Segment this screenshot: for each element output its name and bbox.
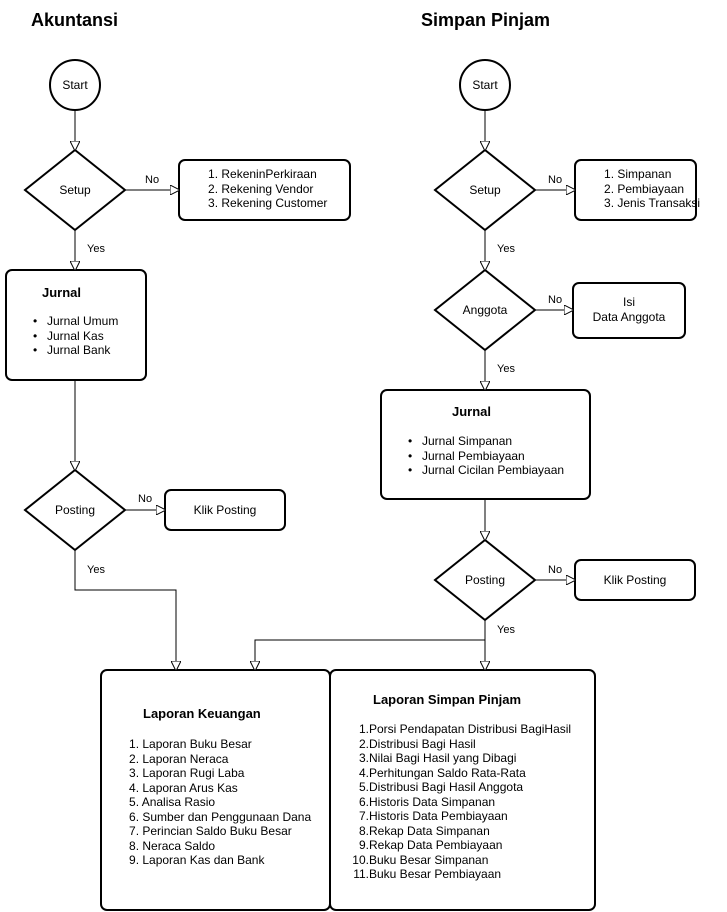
- right-klik-posting-label: Klik Posting: [603, 573, 667, 587]
- isi-anggota-line1: Isi: [623, 295, 635, 309]
- laporan-simpan-pinjam-item: Buku Besar Pembiayaan: [369, 867, 502, 881]
- right-setup-option: Pembiayaan: [617, 181, 685, 196]
- left-start-label: Start: [62, 78, 88, 92]
- left-jurnal-title: Jurnal: [42, 285, 82, 300]
- right-posting-no-label: No: [548, 564, 563, 576]
- left-jurnal-item: Jurnal Bank: [33, 343, 118, 358]
- laporan-simpan-pinjam-item: Perhitungan Saldo Rata-Rata: [369, 765, 526, 780]
- laporan-keuangan-list: Laporan Buku Besar Laporan Neraca Lapora…: [129, 737, 311, 868]
- right-anggota-label: Anggota: [462, 303, 508, 317]
- laporan-simpan-pinjam-item: Distribusi Bagi Hasil: [369, 736, 476, 751]
- left-setup-label: Setup: [59, 183, 91, 197]
- laporan-keuangan-item: Laporan Neraca: [142, 751, 229, 766]
- laporan-simpan-pinjam-item: Porsi Pendapatan Distribusi BagiHasil: [369, 722, 572, 736]
- laporan-simpan-pinjam-item: Rekap Data Pembiayaan: [369, 838, 503, 852]
- left-posting-label: Posting: [54, 503, 96, 517]
- laporan-keuangan-item: Laporan Buku Besar: [142, 737, 252, 751]
- laporan-simpan-pinjam-item: Buku Besar Simpanan: [369, 852, 489, 867]
- edge-left-posting-yes: [74, 550, 176, 670]
- right-anggota-yes-label: Yes: [497, 363, 515, 375]
- laporan-simpan-pinjam-title: Laporan Simpan Pinjam: [373, 692, 522, 707]
- edge-right-posting-to-keuangan: [255, 639, 485, 670]
- laporan-keuangan-item: Perincian Saldo Buku Besar: [142, 824, 292, 838]
- laporan-simpan-pinjam-list: Porsi Pendapatan Distribusi BagiHasil Di…: [351, 722, 571, 882]
- right-start-label: Start: [472, 78, 498, 92]
- right-setup-option: Simpanan: [617, 167, 672, 181]
- right-setup-no-label: No: [548, 174, 563, 186]
- left-posting-yes-label: Yes: [87, 564, 105, 576]
- right-posting-yes-label: Yes: [497, 624, 515, 636]
- left-posting-no-label: No: [138, 493, 153, 505]
- right-setup-option: Jenis Transaksi: [617, 196, 701, 210]
- right-anggota-no-label: No: [548, 294, 563, 306]
- title-simpan-pinjam: Simpan Pinjam: [421, 10, 551, 30]
- right-jurnal-item: Jurnal Simpanan: [408, 434, 564, 449]
- left-setup-options-list: RekeninPerkiraan Rekening Vendor Rekenin…: [208, 167, 327, 211]
- left-setup-no-label: No: [145, 174, 160, 186]
- right-posting-label: Posting: [464, 573, 506, 587]
- title-akuntansi: Akuntansi: [31, 10, 119, 30]
- right-jurnal-list: Jurnal Simpanan Jurnal Pembiayaan Jurnal…: [408, 434, 564, 478]
- laporan-keuangan-item: Analisa Rasio: [141, 795, 216, 809]
- laporan-keuangan-title: Laporan Keuangan: [143, 706, 261, 721]
- laporan-simpan-pinjam-item: Rekap Data Simpanan: [369, 823, 490, 838]
- left-setup-option: Rekening Vendor: [221, 181, 314, 196]
- left-klik-posting-label: Klik Posting: [193, 503, 257, 517]
- laporan-simpan-pinjam-item: Distribusi Bagi Hasil Anggota: [369, 780, 524, 794]
- laporan-keuangan-item: Laporan Rugi Laba: [142, 766, 245, 780]
- right-jurnal-title: Jurnal: [452, 404, 492, 419]
- laporan-simpan-pinjam-item: Historis Data Simpanan: [369, 794, 496, 809]
- laporan-simpan-pinjam-item: Historis Data Pembiayaan: [369, 809, 508, 823]
- right-jurnal-item: Jurnal Cicilan Pembiayaan: [408, 463, 564, 478]
- left-jurnal-item: Jurnal Umum: [33, 314, 118, 329]
- right-setup-yes-label: Yes: [497, 243, 515, 255]
- left-setup-yes-label: Yes: [87, 243, 105, 255]
- right-setup-label: Setup: [469, 183, 501, 197]
- right-setup-options-list: Simpanan Pembiayaan Jenis Transaksi: [604, 167, 700, 211]
- left-setup-option: Rekening Customer: [221, 196, 328, 210]
- right-jurnal-item: Jurnal Pembiayaan: [408, 449, 564, 464]
- laporan-simpan-pinjam-item: Nilai Bagi Hasil yang Dibagi: [369, 751, 517, 765]
- laporan-keuangan-item: Neraca Saldo: [142, 838, 216, 853]
- left-jurnal-list: Jurnal Umum Jurnal Kas Jurnal Bank: [33, 314, 118, 358]
- left-jurnal-item: Jurnal Kas: [33, 329, 118, 344]
- right-isi-anggota-text: Isi Data Anggota: [573, 295, 685, 325]
- isi-anggota-line2: Data Anggota: [592, 310, 666, 324]
- laporan-keuangan-item: Sumber dan Penggunaan Dana: [142, 809, 312, 824]
- laporan-keuangan-item: Laporan Kas dan Bank: [142, 853, 265, 867]
- left-setup-option: RekeninPerkiraan: [221, 167, 317, 181]
- laporan-keuangan-item: Laporan Arus Kas: [142, 780, 238, 795]
